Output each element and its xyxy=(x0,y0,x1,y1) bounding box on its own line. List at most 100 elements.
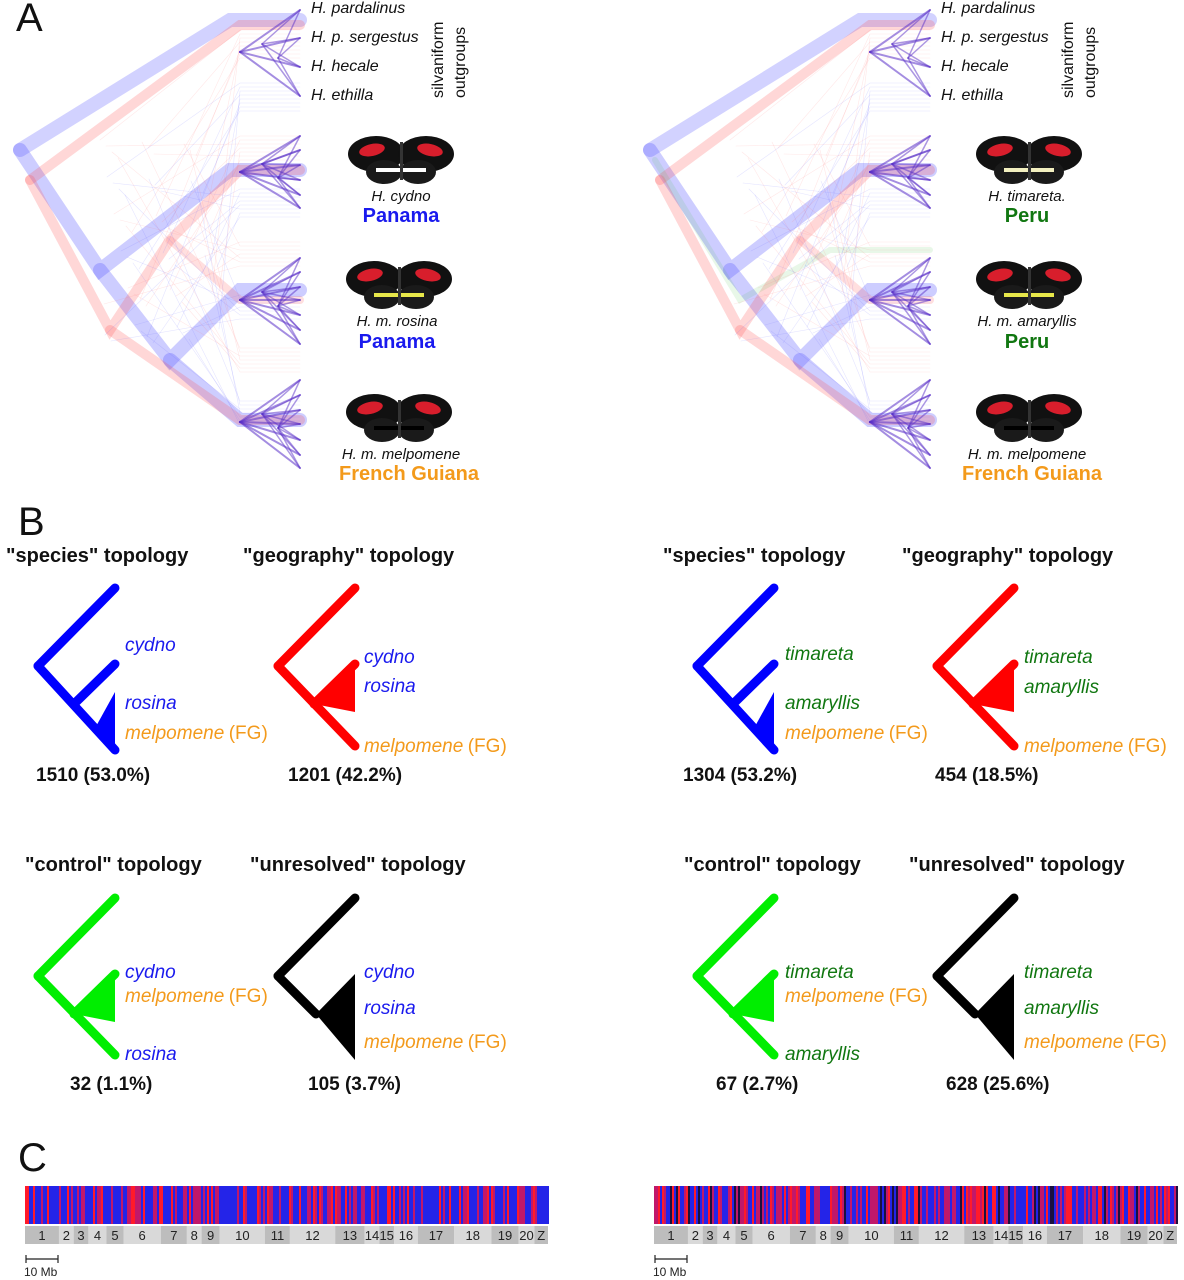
tree-branch xyxy=(932,893,1019,981)
chromosome-label: 1 xyxy=(38,1228,45,1243)
window-stripe xyxy=(1100,1186,1102,1224)
tip-label: cydno xyxy=(125,962,176,983)
tree-branch xyxy=(261,9,301,45)
window-stripe xyxy=(293,1186,295,1224)
tree-branch xyxy=(261,291,301,301)
window-stripe xyxy=(73,1186,75,1224)
window-stripe xyxy=(1026,1186,1028,1224)
outgroup-label: H. ethilla xyxy=(941,87,1004,104)
window-stripe xyxy=(680,1186,682,1224)
tree-branch xyxy=(239,257,301,301)
tree-branch xyxy=(105,143,301,147)
body xyxy=(1028,142,1031,180)
outgroup-label: H. hecale xyxy=(941,58,1009,75)
chromosome-band xyxy=(379,1226,395,1244)
window-stripe xyxy=(692,1186,694,1224)
window-stripe xyxy=(273,1186,275,1224)
window-stripe xyxy=(483,1186,485,1224)
tree-branch xyxy=(798,200,931,260)
window-stripe xyxy=(537,1186,539,1224)
chromosome-band xyxy=(160,1226,187,1244)
body xyxy=(400,142,403,180)
window-stripe xyxy=(776,1186,778,1224)
window-stripe xyxy=(1126,1186,1128,1224)
window-stripe xyxy=(1020,1186,1022,1224)
window-stripe xyxy=(435,1186,437,1224)
tree-branch xyxy=(891,291,931,316)
tree-branch xyxy=(755,225,931,365)
tree-branch xyxy=(735,325,935,425)
tree-branch xyxy=(771,141,931,349)
tree-branch xyxy=(907,427,931,441)
butterfly-icon xyxy=(976,261,1082,309)
window-stripe xyxy=(898,1186,900,1224)
window-stripe xyxy=(870,1186,872,1224)
window-stripe xyxy=(990,1186,992,1224)
tip-label-melpomene-fg: melpomene (FG) xyxy=(125,723,268,744)
window-stripe xyxy=(820,1186,822,1224)
tree-branch xyxy=(174,264,301,316)
window-stripe xyxy=(994,1186,996,1224)
window-stripe xyxy=(1046,1186,1048,1224)
window-stripe xyxy=(1038,1186,1040,1224)
tree-branch xyxy=(782,216,931,344)
tree-branch xyxy=(239,299,301,331)
window-stripe xyxy=(666,1186,668,1224)
chromosome-label: 14 xyxy=(994,1228,1008,1243)
topology-count: 454 (18.5%) xyxy=(935,765,1039,786)
tree-branch xyxy=(832,106,931,194)
chromosome-label: 6 xyxy=(768,1228,775,1243)
window-stripe xyxy=(265,1186,267,1224)
chromosome-band xyxy=(752,1226,790,1244)
tree-branch xyxy=(139,49,301,301)
window-stripe xyxy=(1136,1186,1138,1224)
tree-branch xyxy=(891,413,931,469)
tree-branch xyxy=(891,163,931,166)
window-stripe xyxy=(525,1186,527,1224)
window-stripe xyxy=(956,1186,958,1224)
tree-branch xyxy=(209,159,301,231)
window-stripe xyxy=(658,1186,660,1224)
window-stripe xyxy=(181,1186,183,1224)
chromosome-band xyxy=(1008,1226,1024,1244)
tree-branch xyxy=(183,143,301,247)
tree-branch xyxy=(277,427,301,456)
window-stripe xyxy=(918,1186,920,1224)
window-stripe xyxy=(423,1186,425,1224)
tree-branch xyxy=(189,149,301,361)
tree-branch xyxy=(261,163,301,181)
geography-topology-tree xyxy=(273,583,360,751)
window-stripe xyxy=(1132,1186,1134,1224)
window-stripe xyxy=(381,1186,383,1224)
chromosome-band xyxy=(848,1226,894,1244)
window-stripe xyxy=(395,1186,397,1224)
window-stripe xyxy=(1094,1186,1096,1224)
tip-label: amaryllis xyxy=(1024,998,1099,1019)
tree-branch xyxy=(643,13,937,157)
tree-branch xyxy=(277,379,301,429)
chromosome-band xyxy=(1120,1226,1148,1244)
chromosome-band xyxy=(264,1226,290,1244)
topology-count: 628 (25.6%) xyxy=(946,1074,1050,1095)
chromosome-label: 18 xyxy=(465,1228,479,1243)
tree-branch xyxy=(239,135,301,173)
body xyxy=(1028,400,1031,438)
window-stripe xyxy=(824,1186,826,1224)
window-stripe xyxy=(245,1186,247,1224)
window-stripe xyxy=(345,1186,347,1224)
tree-branch xyxy=(891,37,931,45)
wing-patch xyxy=(417,143,443,157)
window-stripe xyxy=(45,1186,47,1224)
window-stripe xyxy=(968,1186,970,1224)
chromosome-band xyxy=(417,1226,455,1244)
topology-count: 1304 (53.2%) xyxy=(683,765,798,786)
window-stripe xyxy=(1004,1186,1006,1224)
window-stripe xyxy=(535,1186,537,1224)
window-stripe xyxy=(323,1186,325,1224)
species-topology-tree xyxy=(33,583,120,755)
topology-title: "geography" topology xyxy=(243,545,455,567)
window-stripe xyxy=(453,1186,455,1224)
tree-branch xyxy=(907,305,931,345)
window-stripe xyxy=(936,1186,938,1224)
window-stripe xyxy=(1016,1186,1018,1224)
